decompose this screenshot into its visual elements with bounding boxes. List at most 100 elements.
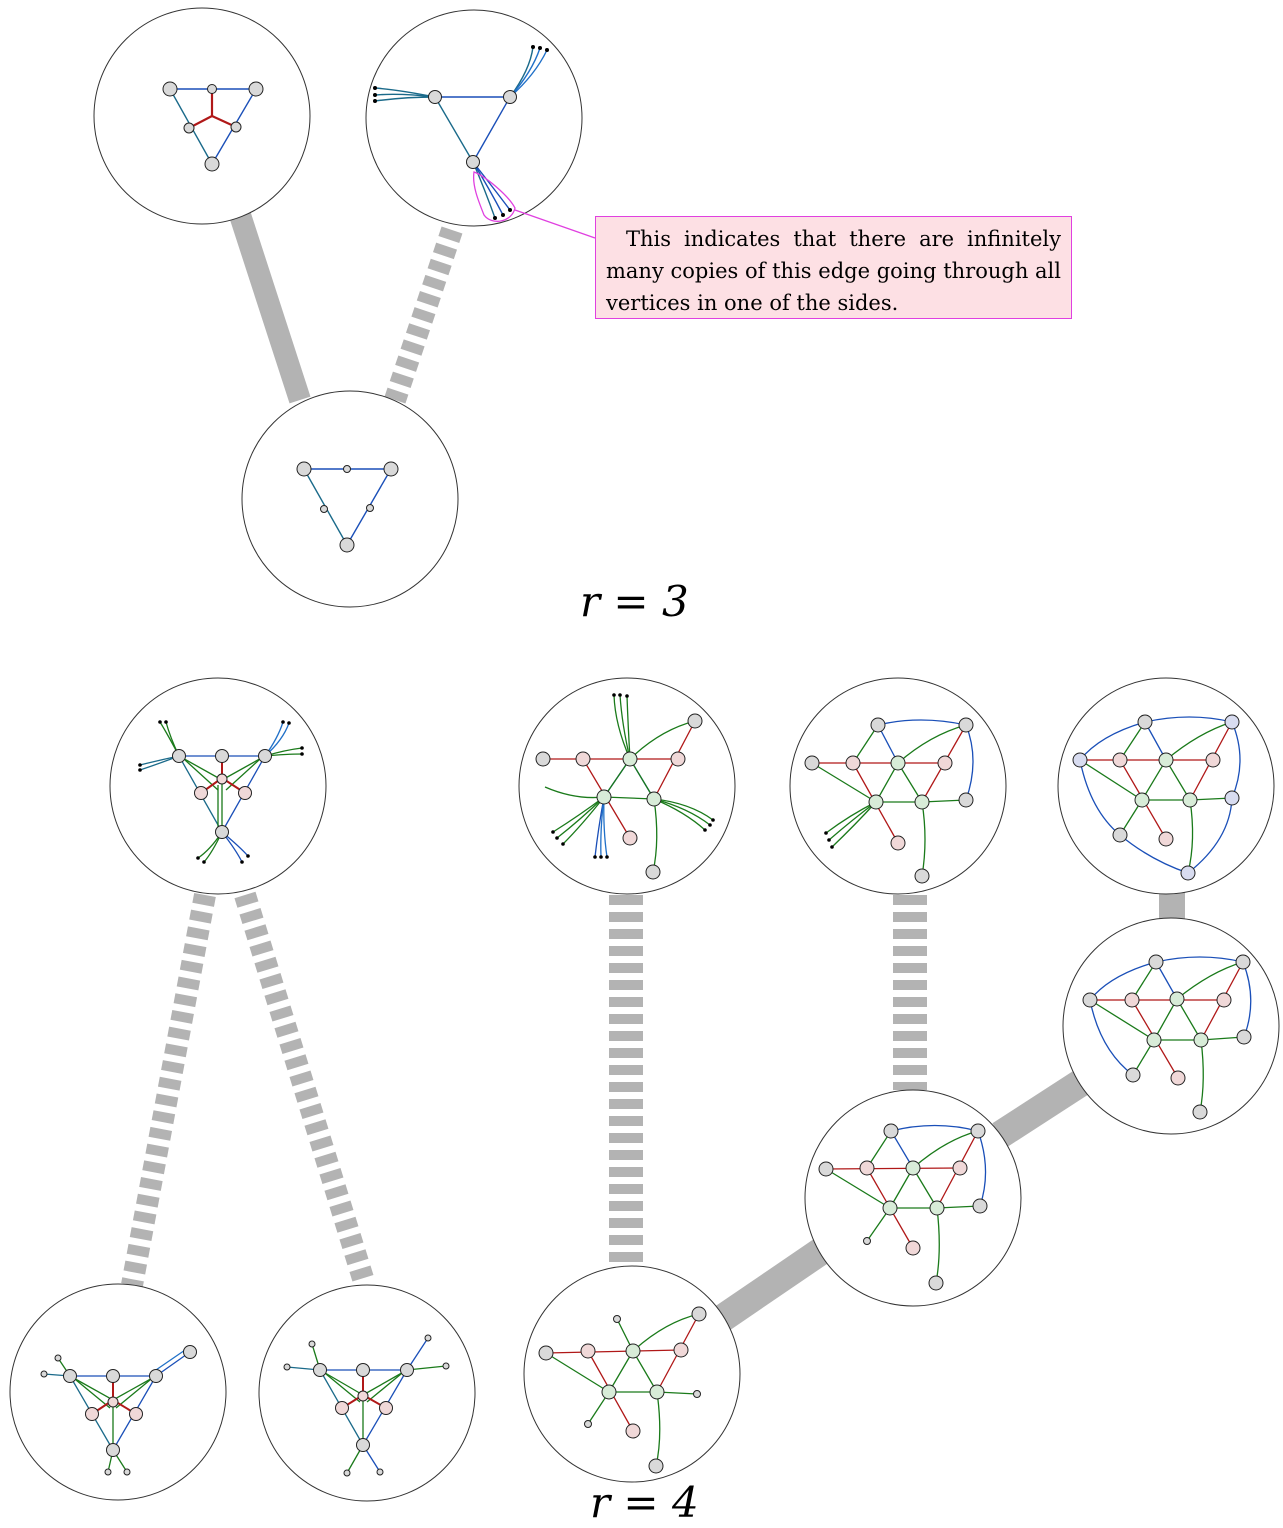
vertex bbox=[283, 1363, 291, 1371]
tree-node bbox=[1057, 677, 1275, 895]
vertex bbox=[958, 717, 974, 733]
vertex bbox=[63, 1369, 77, 1383]
vertex bbox=[928, 1275, 944, 1291]
tree-edge-solid bbox=[229, 211, 311, 404]
vertex bbox=[905, 1240, 921, 1256]
vertex bbox=[343, 465, 351, 473]
tree-node bbox=[241, 390, 459, 608]
vertex bbox=[818, 1161, 834, 1177]
vertex bbox=[952, 1160, 968, 1176]
tree-edge-solid bbox=[712, 1233, 838, 1332]
vertex bbox=[424, 1334, 432, 1342]
vertex bbox=[868, 794, 884, 810]
tree-node bbox=[804, 1089, 1022, 1307]
vertex bbox=[258, 749, 272, 763]
highlight-outline bbox=[472, 171, 516, 222]
vertex bbox=[1146, 1032, 1162, 1048]
vertex bbox=[929, 1200, 945, 1216]
vertex bbox=[1124, 992, 1140, 1008]
vertex bbox=[104, 1468, 112, 1476]
vertex bbox=[1072, 752, 1088, 768]
node-circle bbox=[241, 390, 459, 608]
vertex bbox=[804, 755, 820, 771]
vertex bbox=[400, 1363, 414, 1377]
node-circle bbox=[523, 1265, 741, 1483]
vertex bbox=[596, 789, 612, 805]
tree-node bbox=[93, 7, 311, 225]
tree-node bbox=[258, 1284, 476, 1502]
vertex bbox=[937, 755, 953, 771]
callout-box: This indicates that there are infinitely… bbox=[595, 216, 1072, 319]
node-circle bbox=[789, 677, 1007, 895]
node-circle bbox=[365, 9, 583, 227]
vertex bbox=[1216, 992, 1232, 1008]
vertex bbox=[1158, 752, 1174, 768]
vertex bbox=[970, 1123, 986, 1139]
vertex bbox=[883, 1123, 899, 1139]
tree-node bbox=[365, 9, 583, 227]
vertex bbox=[503, 90, 517, 104]
vertex bbox=[248, 81, 264, 97]
vertex bbox=[107, 1396, 119, 1408]
vertex bbox=[215, 825, 229, 839]
vertex bbox=[535, 751, 551, 767]
vertex bbox=[645, 864, 661, 880]
vertex bbox=[1158, 831, 1174, 847]
tree-edge-dashed bbox=[384, 226, 463, 404]
vertex bbox=[343, 1469, 351, 1477]
vertex bbox=[308, 1340, 316, 1348]
vertex bbox=[693, 1390, 701, 1398]
tree-node bbox=[1062, 917, 1280, 1135]
vertex bbox=[622, 830, 638, 846]
tree-edges bbox=[121, 211, 1185, 1332]
vertex bbox=[625, 1423, 641, 1439]
vertex bbox=[85, 1407, 99, 1421]
vertex bbox=[376, 1468, 384, 1476]
tree-node bbox=[518, 677, 736, 895]
tree-node bbox=[523, 1265, 741, 1483]
vertex bbox=[442, 1362, 450, 1370]
vertex bbox=[538, 1345, 554, 1361]
vertex bbox=[646, 791, 662, 807]
vertex bbox=[238, 786, 252, 800]
tree-node bbox=[9, 1283, 227, 1501]
vertex bbox=[356, 1438, 370, 1452]
tree-node bbox=[789, 677, 1007, 895]
vertex bbox=[1137, 714, 1153, 730]
vertex bbox=[356, 1363, 370, 1377]
vertex bbox=[613, 1315, 621, 1323]
vertex bbox=[1205, 752, 1221, 768]
vertex bbox=[194, 786, 208, 800]
vertex bbox=[905, 1160, 921, 1176]
vertex bbox=[320, 505, 328, 513]
vertex bbox=[1112, 827, 1128, 843]
vertex bbox=[204, 156, 220, 172]
vertex bbox=[914, 794, 930, 810]
vertex bbox=[296, 461, 312, 477]
vertex bbox=[123, 1468, 131, 1476]
vertex bbox=[466, 155, 480, 169]
vertex bbox=[575, 751, 591, 767]
vertex bbox=[216, 773, 228, 785]
node-circle bbox=[93, 7, 311, 225]
vertex bbox=[914, 868, 930, 884]
node-circle bbox=[1062, 917, 1280, 1135]
vertex bbox=[1112, 752, 1128, 768]
vertex bbox=[313, 1363, 327, 1377]
label-r3: r = 3 bbox=[580, 577, 689, 626]
vertex bbox=[106, 1369, 120, 1383]
vertex bbox=[622, 751, 638, 767]
vertex bbox=[882, 1200, 898, 1216]
vertex bbox=[601, 1384, 617, 1400]
node-circle bbox=[804, 1089, 1022, 1307]
vertex bbox=[649, 1384, 665, 1400]
vertex bbox=[162, 81, 178, 97]
vertex bbox=[383, 461, 399, 477]
vertex bbox=[580, 1343, 596, 1359]
vertex bbox=[428, 90, 442, 104]
vertex bbox=[648, 1458, 664, 1474]
vertex bbox=[215, 749, 229, 763]
vertex bbox=[1192, 1104, 1208, 1120]
